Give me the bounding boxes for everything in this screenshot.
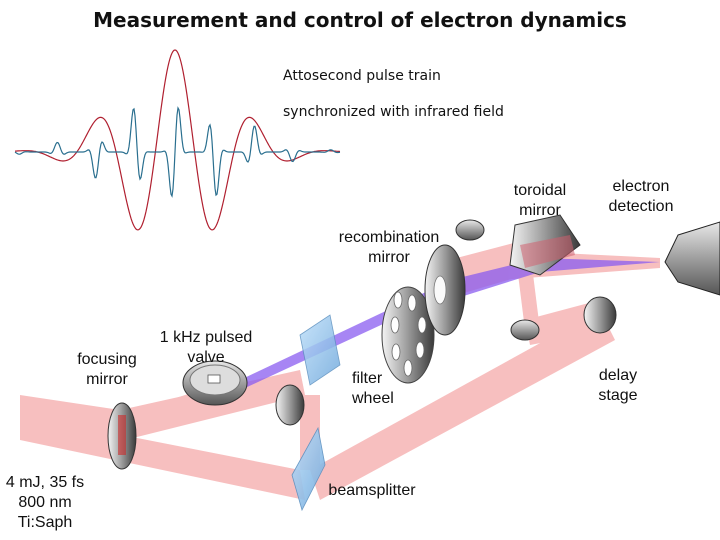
electron-detector [664,221,720,296]
label-delay-stage: delay stage [598,367,638,404]
infrared-field-waveform [15,49,341,231]
folding-mirror-optic [275,384,305,426]
attosecond-pulse-train-waveform [14,106,341,198]
label-filter-wheel: filter wheel [352,370,394,407]
steering-mirror-upper [455,219,485,241]
page-title: Measurement and control of electron dyna… [93,8,627,32]
ir-beam-lower-delay [310,310,615,500]
beamsplitter-plate [291,426,326,512]
label-laser-source: 4 mJ, 35 fs 800 nm Ti:Saph [5,474,85,531]
steering-mirror-lower [510,319,540,341]
toroidal-mirror-optic [509,214,581,276]
label-electron-detection: electron detection [608,178,674,215]
filter-wheel-optic [381,286,435,384]
label-toroidal-mirror: toroidal mirror [513,182,567,219]
ir-window-plate [299,314,341,386]
recombination-mirror-optic [424,244,466,336]
label-focusing-mirror: focusing mirror [77,351,137,388]
focusing-mirror-optic [107,402,137,470]
label-pulsed-valve: 1 kHz pulsed valve [159,329,253,366]
caption-attosecond-pulse-train: Attosecond pulse train [283,68,441,84]
delay-stage-optic [583,296,617,334]
pulsed-valve-optic [182,360,248,406]
ir-beam-to-beamsplitter [20,415,305,500]
label-beamsplitter: beamsplitter [328,482,416,499]
caption-synchronized-ir-field: synchronized with infrared field [283,104,504,120]
label-recombination-mirror: recombination mirror [338,229,440,266]
